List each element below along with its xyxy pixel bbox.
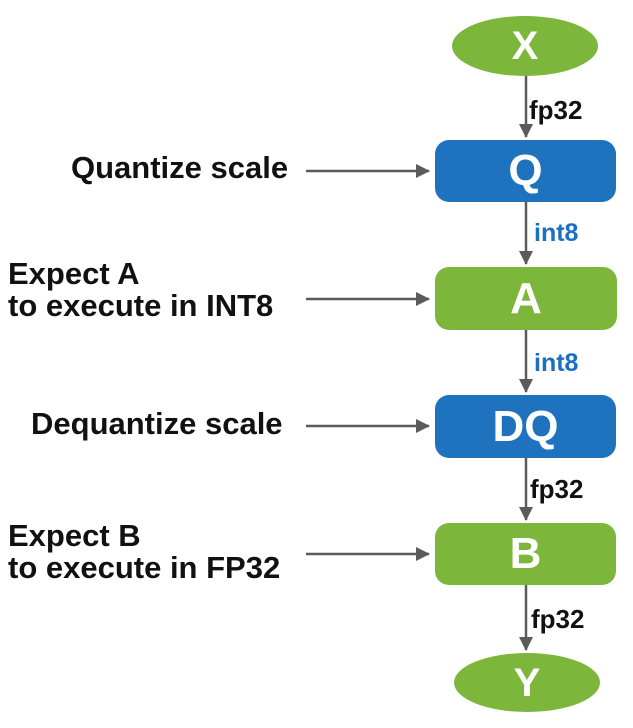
- node-q: Q: [435, 140, 616, 202]
- annotation-expect-a-line1: Expect A: [8, 256, 140, 291]
- annotation-quantize-scale-text: Quantize scale: [71, 150, 289, 185]
- node-q-label: Q: [508, 146, 543, 195]
- node-dq: DQ: [435, 395, 616, 458]
- node-b-label: B: [509, 529, 542, 578]
- annotation-expect-b-line1: Expect B: [8, 518, 141, 553]
- node-x: X: [452, 16, 598, 76]
- node-x-label: X: [511, 24, 539, 68]
- annotation-expect-a-line2: to execute in INT8: [8, 288, 274, 323]
- annotation-dequantize-scale-text: Dequantize scale: [31, 406, 283, 441]
- node-y: Y: [454, 653, 600, 712]
- edge-b-y-label: fp32: [531, 604, 585, 634]
- edge-a-dq-label: int8: [534, 349, 579, 377]
- node-y-label: Y: [513, 660, 541, 705]
- annotation-expect-b-line2: to execute in FP32: [8, 550, 281, 585]
- node-dq-label: DQ: [492, 401, 559, 451]
- annotation-quantize-scale: Quantize scale: [71, 152, 288, 184]
- edge-q-a-label: int8: [534, 219, 579, 247]
- edge-x-q-label: fp32: [529, 95, 583, 125]
- node-a: A: [435, 267, 617, 330]
- annotation-dequantize-scale: Dequantize scale: [31, 408, 283, 440]
- edge-dq-b-label: fp32: [530, 474, 584, 504]
- annotation-expect-b: Expect B to execute in FP32: [8, 520, 280, 584]
- node-a-label: A: [510, 273, 542, 323]
- node-b: B: [435, 523, 616, 585]
- annotation-expect-a: Expect A to execute in INT8: [8, 258, 273, 322]
